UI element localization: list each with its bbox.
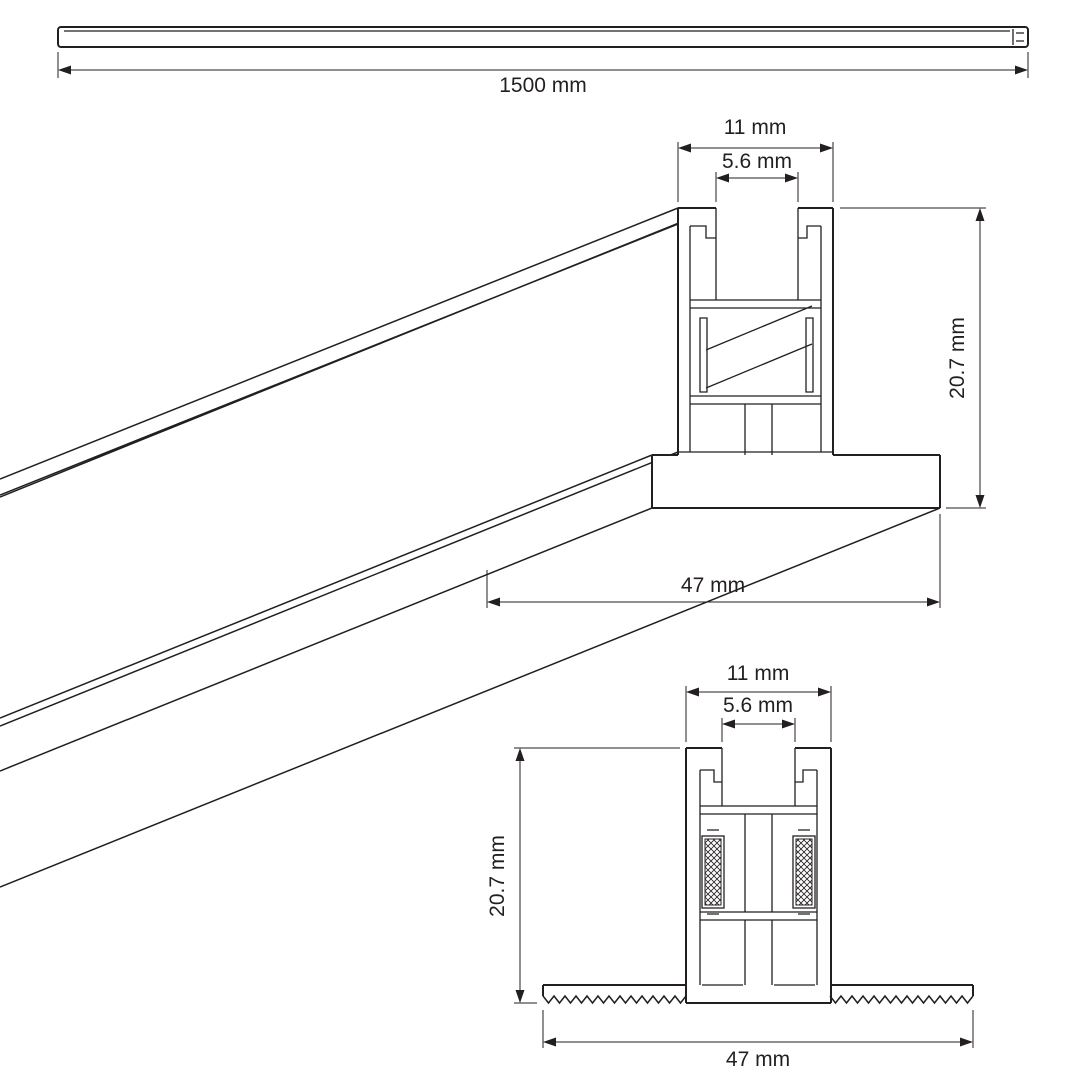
dimension-base-width-47-perspective: 47 mm [486, 514, 941, 608]
dim-label-20-7: 20.7 mm [946, 317, 969, 399]
dim-label-47: 47 mm [681, 574, 745, 597]
magnet-hatch-left [704, 838, 722, 906]
rail-extrusion-lines [0, 207, 941, 888]
dim-lines-20-7 [840, 207, 986, 509]
magnet-hatch-right [795, 838, 813, 906]
magnet-casing-right [792, 835, 816, 909]
dim-label-1500: 1500 mm [499, 74, 587, 97]
dim-lines-20-7-section [514, 747, 680, 1004]
section-outline [651, 207, 941, 509]
dimension-height-20-7-perspective: 20.7 mm [840, 207, 986, 509]
full-profile-top-view: 1500 mm [57, 26, 1029, 97]
dim-lines-47-section [542, 1010, 974, 1048]
dim-lines-47 [486, 514, 941, 608]
dimension-slot-width-5-6-section: 5.6 mm [721, 694, 796, 742]
dimension-top-width-11-section: 11 mm [685, 662, 832, 742]
dim-lines-1500 [57, 52, 1029, 78]
dimension-length-1500: 1500 mm [57, 52, 1029, 97]
section-inner-details [678, 208, 833, 455]
perspective-section-view: 11 mm 5.6 mm 20.7 mm 47 mm [0, 116, 986, 888]
dim-lines-5-6 [715, 172, 799, 202]
dim-label-11-section: 11 mm [727, 662, 790, 685]
section-face [652, 208, 940, 508]
dimension-slot-width-5-6-perspective: 5.6 mm [715, 150, 799, 202]
dimension-top-width-11-perspective: 11 mm [677, 116, 834, 202]
dim-label-5-6-section: 5.6 mm [723, 694, 793, 717]
cross-section-outline [542, 747, 974, 1004]
dimension-height-20-7-section: 20.7 mm [486, 747, 680, 1004]
profile-bar-outline [57, 26, 1029, 48]
magnet-strip-left [701, 835, 725, 909]
dim-label-11: 11 mm [724, 116, 787, 139]
dim-lines-11-section [685, 686, 832, 742]
dim-lines-5-6-section [721, 718, 796, 742]
cross-section-inner-details [699, 748, 818, 986]
dim-lines-11 [677, 142, 834, 202]
serrated-base-right [829, 994, 974, 1005]
dimension-base-width-47-section: 47 mm [542, 1010, 974, 1071]
serrated-base-left [542, 994, 687, 1005]
profile-bar-end-detail [64, 29, 1024, 45]
magnet-casing-left [701, 835, 725, 909]
dim-label-5-6: 5.6 mm [722, 150, 792, 173]
dim-label-47-section: 47 mm [726, 1048, 790, 1071]
magnet-strip-right [792, 835, 816, 909]
dim-label-20-7-section: 20.7 mm [486, 835, 509, 917]
front-cross-section-view: 11 mm 5.6 mm 20.7 mm 47 mm [486, 662, 974, 1071]
